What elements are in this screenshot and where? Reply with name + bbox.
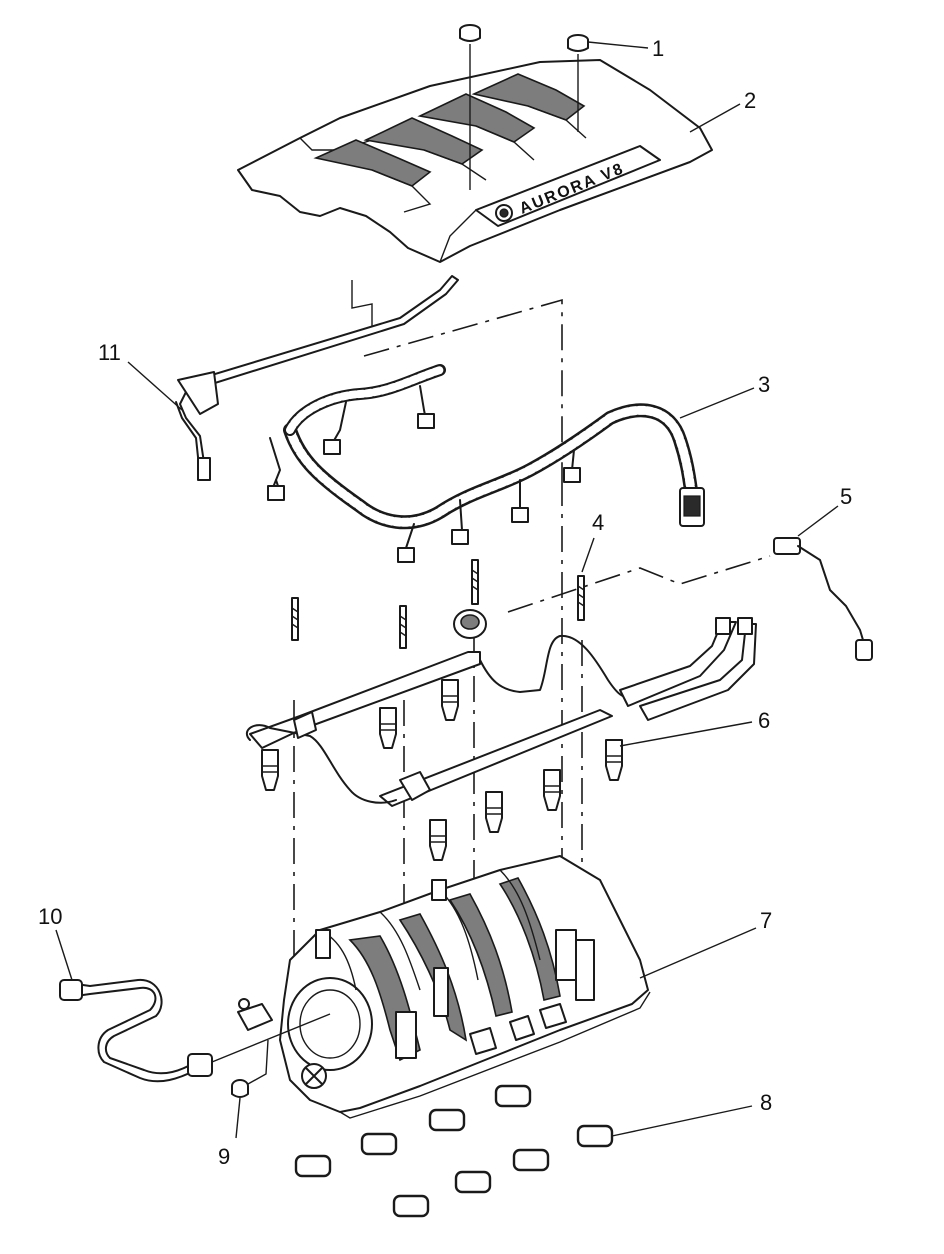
callout-3: 3 [758, 372, 770, 397]
pcv-tube [175, 275, 459, 481]
fuel-injectors [261, 679, 623, 861]
rail-studs [291, 559, 585, 649]
callout-2: 2 [744, 88, 756, 113]
callout-8: 8 [760, 1090, 772, 1115]
callout-7: 7 [760, 908, 772, 933]
wiring-harness [267, 364, 705, 563]
intake-manifold [237, 855, 651, 1119]
fuel-rail-assembly [245, 559, 757, 861]
callout-labels: 1 2 3 4 5 6 7 8 9 10 11 [38, 36, 852, 1169]
engine-cover: AURORA V8 [237, 59, 713, 263]
callout-6: 6 [758, 708, 770, 733]
temperature-sensor [773, 537, 873, 661]
manifold-plug [231, 1039, 269, 1098]
cover-nuts [459, 24, 589, 190]
callout-leaders [55, 41, 839, 1139]
callout-4: 4 [592, 510, 604, 535]
callout-11: 11 [98, 340, 121, 365]
callout-10: 10 [38, 904, 62, 929]
callout-1: 1 [652, 36, 664, 61]
vacuum-pipe [59, 978, 331, 1083]
callout-5: 5 [840, 484, 852, 509]
callout-9: 9 [218, 1144, 230, 1169]
